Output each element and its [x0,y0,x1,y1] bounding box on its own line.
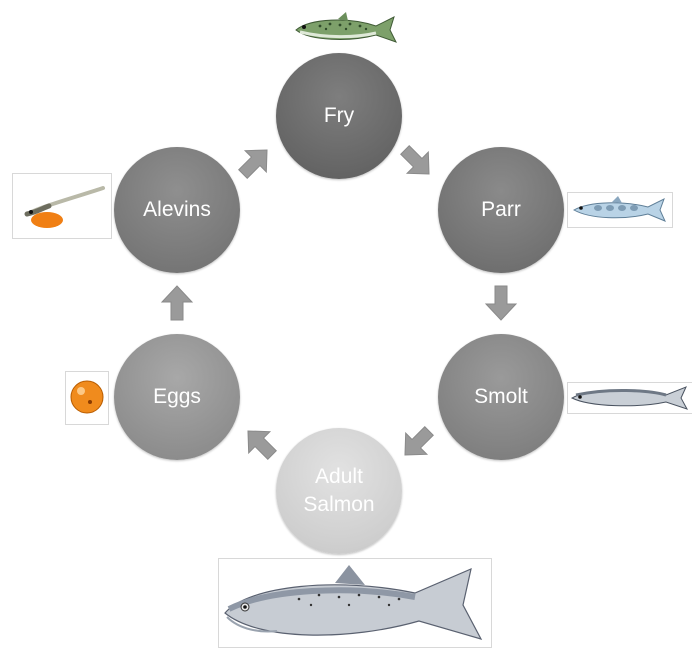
parr-fish-image [567,192,673,228]
stage-smolt-label: Smolt [474,383,528,411]
eggs-image [65,371,109,425]
stage-adult-salmon: Adult Salmon [276,428,402,554]
fry-fish-image [290,8,402,48]
stage-alevins: Alevins [114,147,240,273]
arrow-smolt-to-adult [390,416,444,470]
stage-parr-label: Parr [481,196,521,224]
stage-alevins-label: Alevins [143,196,211,224]
stage-smolt: Smolt [438,334,564,460]
stage-fry-label: Fry [324,102,354,130]
stage-parr: Parr [438,147,564,273]
smolt-fish-image [567,382,692,414]
adult-salmon-image [218,558,492,648]
stage-adult-salmon-label: Adult Salmon [303,463,374,519]
arrow-parr-to-smolt [482,284,520,322]
arrow-fry-to-parr [390,135,444,189]
stage-eggs-label: Eggs [153,383,201,411]
arrow-eggs-to-alevins [158,284,196,322]
alevin-image [12,173,112,239]
arrow-adult-to-eggs [233,416,287,470]
stage-eggs: Eggs [114,334,240,460]
stage-fry: Fry [276,53,402,179]
arrow-alevins-to-fry [228,135,282,189]
